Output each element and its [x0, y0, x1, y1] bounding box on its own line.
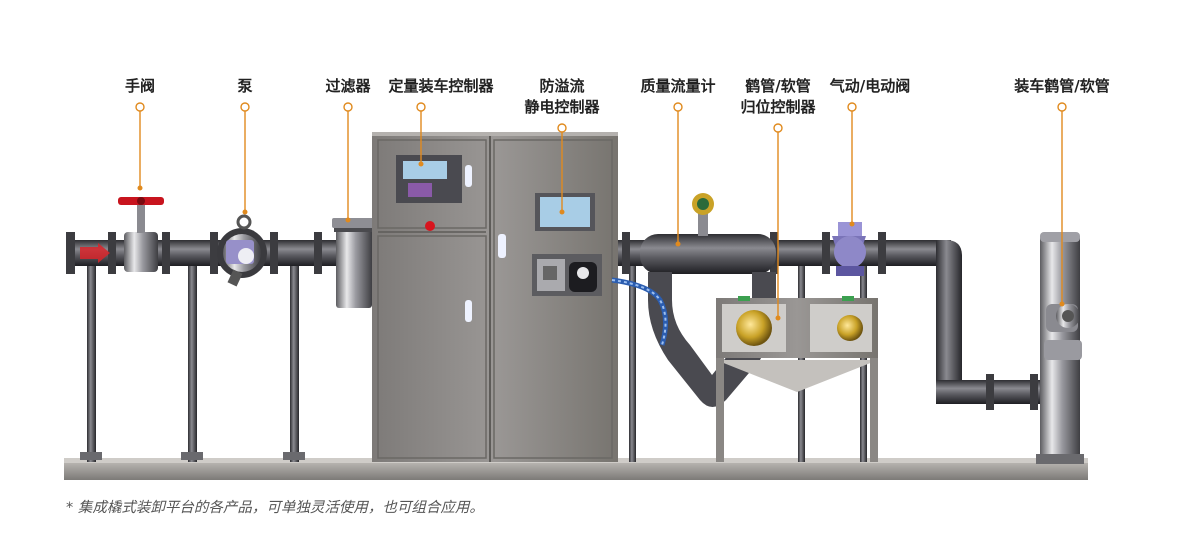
- label-loading-arm: 装车鹤管/软管: [1014, 77, 1110, 95]
- loading-arm: [1036, 232, 1084, 464]
- flow-arrow-icon: [80, 243, 110, 263]
- pump: [217, 214, 267, 287]
- skid-base: [64, 462, 1088, 480]
- control-cabinet: [372, 132, 618, 462]
- label-overflow-controller: 防溢流 静电控制器: [524, 77, 600, 116]
- overflow-controller-panel: [498, 193, 602, 296]
- arm-return-controller: [716, 296, 878, 462]
- pneumatic-valve: [832, 222, 866, 276]
- leader-lines: [135, 102, 1067, 316]
- footnote: * 集成橇式装卸平台的各产品，可单独灵活使用，也可组合应用。: [66, 500, 484, 516]
- label-batch-controller: 定量装车控制器: [388, 77, 494, 95]
- batch-controller-panel: [396, 155, 472, 322]
- filter: [332, 218, 376, 308]
- emergency-stop-icon: [425, 221, 435, 231]
- label-filter: 过滤器: [325, 77, 371, 95]
- label-mass-flowmeter: 质量流量计: [640, 77, 716, 95]
- label-pump: 泵: [237, 77, 253, 95]
- label-arm-return-controller: 鹤管/软管 归位控制器: [740, 77, 816, 116]
- label-hand-valve: 手阀: [124, 77, 155, 95]
- hand-valve: [118, 197, 164, 272]
- leader-dots: [137, 161, 1065, 321]
- label-pneumatic-valve: 气动/电动阀: [829, 77, 911, 95]
- mass-flowmeter: [611, 193, 776, 407]
